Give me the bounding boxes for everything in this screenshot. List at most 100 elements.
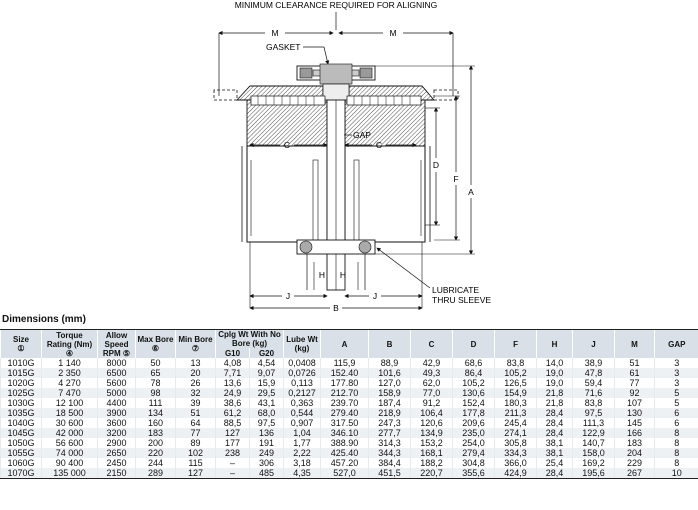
table-cell: 25,4 — [536, 458, 573, 468]
table-cell: 1030G — [0, 398, 42, 408]
table-cell: 38,1 — [536, 448, 573, 458]
table-cell: 78 — [135, 378, 176, 388]
table-cell: 277,7 — [368, 428, 411, 438]
table-cell: 334,3 — [494, 448, 537, 458]
table-cell: 244 — [135, 458, 176, 468]
label-d: D — [433, 160, 439, 170]
table-cell: 154,9 — [494, 388, 537, 398]
table-cell: 424,9 — [494, 468, 537, 479]
table-cell: 127 — [215, 428, 250, 438]
table-cell: 6 — [654, 408, 698, 418]
table-cell: 105,2 — [452, 378, 495, 388]
table-cell: 1025G — [0, 388, 42, 398]
table-cell: 2150 — [97, 468, 136, 479]
table-cell: 30 600 — [41, 418, 98, 428]
table-cell: 158,9 — [368, 388, 411, 398]
table-cell: 4 270 — [41, 378, 98, 388]
table-cell: 0,907 — [283, 418, 321, 428]
table-cell: 166 — [614, 428, 655, 438]
table-cell: 20 — [175, 368, 216, 378]
label-c-right: C — [376, 140, 382, 150]
label-gasket: GASKET — [266, 42, 300, 52]
table-cell: 279,4 — [452, 448, 495, 458]
table-cell: 3,18 — [283, 458, 321, 468]
table-cell: 195,6 — [572, 468, 615, 479]
table-cell: 183 — [614, 438, 655, 448]
table-cell: 19,0 — [536, 378, 573, 388]
table-cell: 39 — [175, 398, 216, 408]
table-cell: 140,7 — [572, 438, 615, 448]
table-cell: 65 — [135, 368, 176, 378]
table-cell: 122,9 — [572, 428, 615, 438]
table-cell: 51 — [614, 358, 655, 368]
table-cell: 355,6 — [452, 468, 495, 479]
label-lubricate-line1: LUBRICATE — [432, 285, 479, 295]
table-cell: 18 500 — [41, 408, 98, 418]
table-cell: 28,4 — [536, 468, 573, 479]
table-cell: 188,2 — [410, 458, 453, 468]
table-cell: 305,8 — [494, 438, 537, 448]
table-cell: 160 — [135, 418, 176, 428]
table-cell: 62,0 — [410, 378, 453, 388]
table-cell: 28,4 — [536, 428, 573, 438]
table-cell: 61 — [614, 368, 655, 378]
table-cell: 187,4 — [368, 398, 411, 408]
table-cell: 5600 — [97, 378, 136, 388]
label-m-right: M — [389, 28, 396, 38]
table-cell: 127 — [175, 468, 216, 479]
table-cell: 115,9 — [320, 358, 369, 368]
table-cell: 59,4 — [572, 378, 615, 388]
table-cell: 56 600 — [41, 438, 98, 448]
table-cell: 1 140 — [41, 358, 98, 368]
table-cell: 366,0 — [494, 458, 537, 468]
table-cell: 28,4 — [536, 418, 573, 428]
table-cell: 1055G — [0, 448, 42, 458]
table-cell: 12 100 — [41, 398, 98, 408]
table-cell: 200 — [135, 438, 176, 448]
table-cell: 0,2127 — [283, 388, 321, 398]
table-cell: 115 — [175, 458, 216, 468]
table-cell: 177 — [215, 438, 250, 448]
header-speed: Allow Speed RPM ⑤ — [97, 329, 136, 358]
table-cell: 5000 — [97, 388, 136, 398]
table-cell: 485 — [248, 468, 284, 479]
table-cell: 42,9 — [410, 358, 453, 368]
table-cell: 425.40 — [320, 448, 369, 458]
header-g10: G10 — [215, 348, 250, 358]
table-cell: 1045G — [0, 428, 42, 438]
table-cell: 126,5 — [494, 378, 537, 388]
table-cell: 29,5 — [248, 388, 284, 398]
table-cell: 8 — [654, 438, 698, 448]
table-cell: 68,0 — [248, 408, 284, 418]
table-cell: 49,3 — [410, 368, 453, 378]
table-cell: 457.20 — [320, 458, 369, 468]
table-cell: 1015G — [0, 368, 42, 378]
table-cell: 8000 — [97, 358, 136, 368]
table-cell: 3200 — [97, 428, 136, 438]
table-cell: 10 — [654, 468, 698, 479]
table-cell: 19,0 — [536, 368, 573, 378]
table-cell: 8 — [654, 428, 698, 438]
table-cell: 314,3 — [368, 438, 411, 448]
table-cell: 2 350 — [41, 368, 98, 378]
table-cell: 220 — [135, 448, 176, 458]
label-a: A — [468, 187, 474, 197]
header-b: B — [368, 329, 411, 358]
table-cell: 89 — [175, 438, 216, 448]
table-cell: 211,3 — [494, 408, 537, 418]
table-cell: 2900 — [97, 438, 136, 448]
table-cell: 130,6 — [452, 388, 495, 398]
table-cell: 7,71 — [215, 368, 250, 378]
table-cell: 235,0 — [452, 428, 495, 438]
table-cell: 183 — [135, 428, 176, 438]
table-cell: 3600 — [97, 418, 136, 428]
table-cell: 136 — [248, 428, 284, 438]
table-cell: 120,6 — [410, 418, 453, 428]
table-cell: 0,113 — [283, 378, 321, 388]
